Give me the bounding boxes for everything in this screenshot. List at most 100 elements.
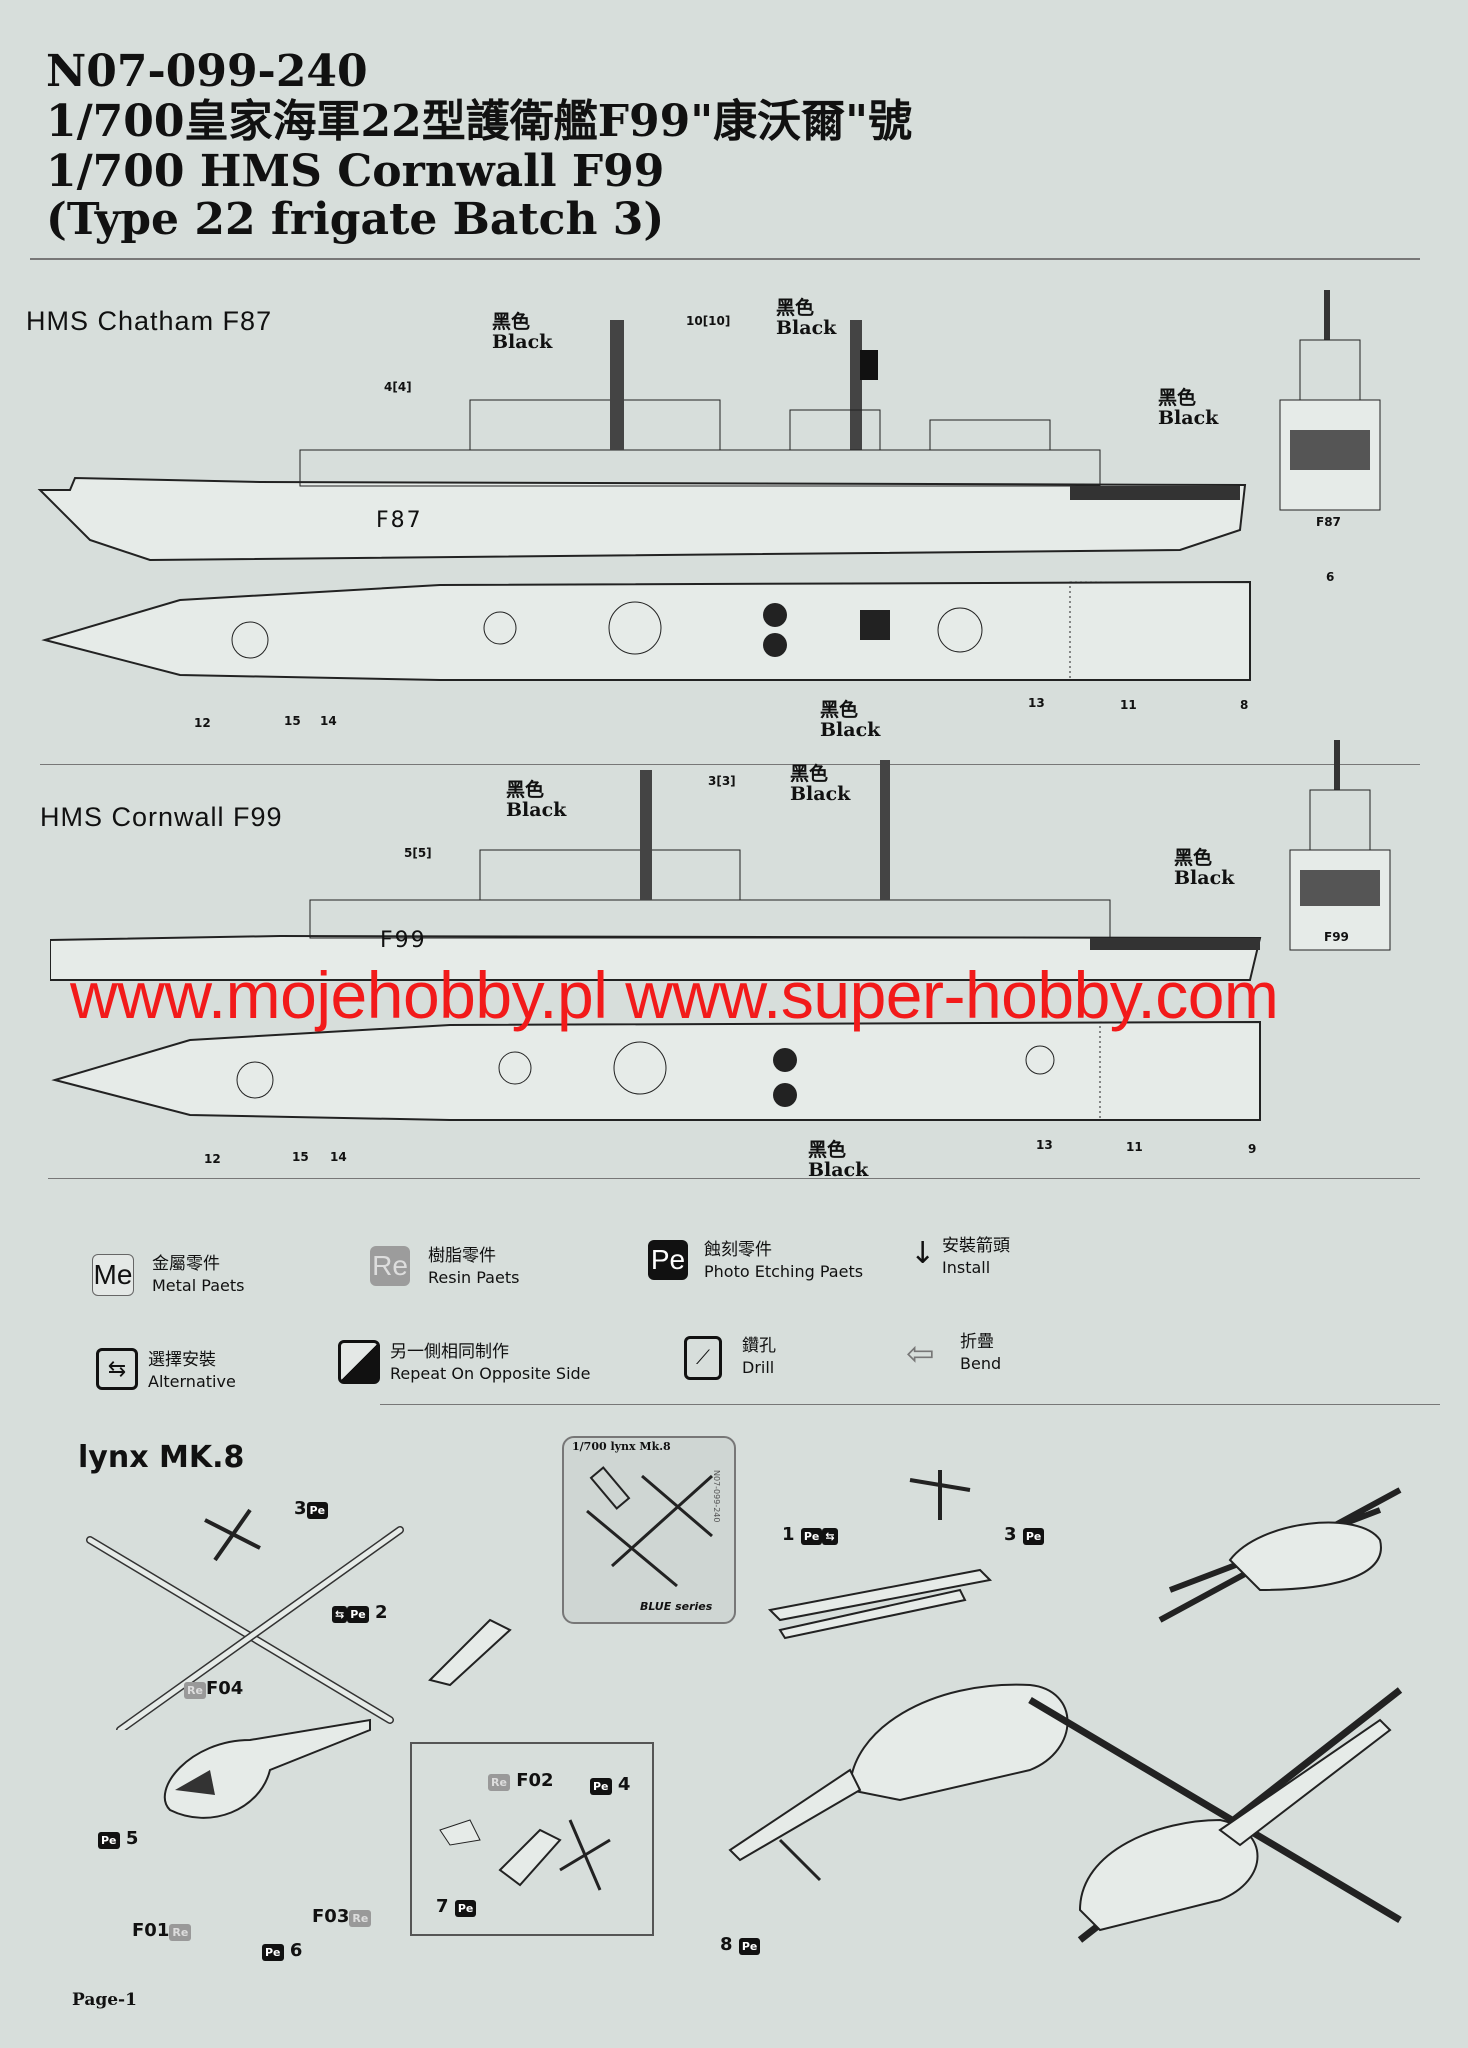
part-number: 8 bbox=[720, 1934, 733, 1955]
part-number: F03 bbox=[312, 1906, 350, 1927]
part-label-1: 1 Pe⇆ bbox=[782, 1524, 838, 1545]
note-en: Black bbox=[790, 783, 851, 805]
hull-number: F87 bbox=[376, 508, 423, 533]
note-cn: 黑色 bbox=[492, 311, 531, 333]
chatham-top-view bbox=[41, 580, 1251, 681]
detail-callout-box bbox=[410, 1742, 654, 1936]
install-arrow-icon: ↓ bbox=[910, 1236, 936, 1271]
divider bbox=[48, 1178, 1420, 1179]
re-badge: Re bbox=[184, 1682, 206, 1699]
note-en: Black bbox=[506, 799, 567, 821]
part-number: 6 bbox=[289, 1940, 303, 1961]
re-badge: Re bbox=[169, 1924, 192, 1941]
part-label-3b: 3 Pe bbox=[1004, 1524, 1045, 1545]
legend-en: Install bbox=[942, 1258, 991, 1277]
pe-badge: Pe bbox=[306, 1502, 329, 1519]
legend-alternative: 選擇安裝 Alternative bbox=[148, 1350, 236, 1392]
legend-cn: 折疊 bbox=[960, 1332, 994, 1352]
pe-badge: Pe bbox=[1022, 1528, 1045, 1545]
note-en: Black bbox=[808, 1159, 869, 1181]
hull-number-bow: F99 bbox=[1324, 930, 1349, 944]
part-label-4: Pe 4 bbox=[590, 1774, 630, 1795]
part-number: 13 bbox=[1036, 1138, 1053, 1152]
alt-badge: ⇆ bbox=[332, 1606, 348, 1623]
part-number: 6 bbox=[1326, 570, 1335, 584]
part-number: 5[5] bbox=[404, 846, 432, 860]
part-number: 12 bbox=[204, 1152, 221, 1166]
legend-photo-etch: 蝕刻零件 Photo Etching Paets bbox=[704, 1240, 863, 1282]
part-number: 7 bbox=[436, 1896, 449, 1917]
metal-parts-icon: Me bbox=[92, 1254, 134, 1296]
part-number: 1 bbox=[782, 1524, 795, 1545]
tail-detail-drawing bbox=[439, 1819, 611, 1891]
note-cn: 黑色 bbox=[790, 763, 829, 785]
alternative-icon: ⇆ bbox=[96, 1348, 138, 1390]
bend-arrow-icon: ⇦ bbox=[906, 1334, 935, 1374]
drill-icon: ⟋ bbox=[684, 1336, 722, 1380]
cornwall-top-view bbox=[51, 1020, 1261, 1121]
part-number: 15 bbox=[284, 714, 301, 728]
legend-cn: 樹脂零件 bbox=[428, 1246, 496, 1266]
divider bbox=[380, 1404, 1440, 1405]
part-label-f02: Re F02 bbox=[488, 1770, 554, 1791]
part-number: F02 bbox=[516, 1770, 554, 1791]
alt-badge: ⇆ bbox=[822, 1528, 838, 1545]
cornwall-bow-view bbox=[1289, 740, 1391, 951]
legend-cn: 蝕刻零件 bbox=[704, 1240, 772, 1260]
page-number: Page-1 bbox=[72, 1990, 137, 2010]
note-en: Black bbox=[1174, 867, 1235, 889]
title-english: 1/700 HMS Cornwall F99 bbox=[46, 146, 665, 197]
divider bbox=[30, 258, 1420, 260]
part-number: 14 bbox=[320, 714, 337, 728]
legend-en: Bend bbox=[960, 1354, 1002, 1373]
resin-parts-icon: Re bbox=[370, 1246, 410, 1286]
rotor-assembly-drawing bbox=[86, 1508, 404, 1730]
part-number: 3 bbox=[1004, 1524, 1017, 1545]
note-en: Black bbox=[1158, 407, 1219, 429]
part-label-8: 8 Pe bbox=[720, 1934, 761, 1955]
part-number: 4 bbox=[617, 1774, 631, 1795]
cornwall-side-view bbox=[50, 760, 1262, 981]
title-chinese: 1/700皇家海軍22型護衛艦F99"康沃爾"號 bbox=[46, 96, 913, 147]
helicopter-drawing-1 bbox=[163, 1718, 371, 1819]
sheet-title: 1/700 lynx Mk.8 bbox=[572, 1440, 671, 1453]
chatham-side-view bbox=[37, 320, 1247, 562]
ship-name-chatham: HMS Chatham F87 bbox=[26, 306, 273, 336]
legend-en: Alternative bbox=[148, 1372, 236, 1391]
legend-cn: 安裝箭頭 bbox=[942, 1236, 1010, 1256]
sheet-parts bbox=[586, 1466, 714, 1588]
divider bbox=[40, 764, 1420, 765]
helicopter-drawing-4 bbox=[1028, 1687, 1403, 1943]
tail-drawing bbox=[428, 1618, 512, 1687]
legend-en: Photo Etching Paets bbox=[704, 1262, 864, 1281]
pe-badge: Pe bbox=[738, 1938, 761, 1955]
rotor-blades-drawing bbox=[767, 1470, 993, 1640]
pe-badge: Pe bbox=[800, 1528, 823, 1545]
part-label-5: Pe 5 bbox=[98, 1828, 138, 1849]
part-label-7: 7 Pe bbox=[436, 1896, 477, 1917]
legend-cn: 選擇安裝 bbox=[148, 1350, 216, 1370]
legend-cn: 另一側相同制作 bbox=[390, 1342, 509, 1362]
part-number: 8 bbox=[1240, 698, 1249, 712]
part-number: 3[3] bbox=[708, 774, 736, 788]
legend-resin: 樹脂零件 Resin Paets bbox=[428, 1246, 519, 1288]
watermark: www.mojehobby.pl www.super-hobby.com bbox=[70, 958, 1279, 1032]
part-label-6: Pe 6 bbox=[262, 1940, 302, 1961]
lynx-title: lynx MK.8 bbox=[78, 1440, 245, 1475]
note-cn: 黑色 bbox=[820, 699, 859, 721]
part-number: 4[4] bbox=[384, 380, 412, 394]
repeat-opposite-icon bbox=[338, 1340, 380, 1384]
legend-en: Resin Paets bbox=[428, 1268, 520, 1287]
part-label-2: ⇆Pe 2 bbox=[332, 1602, 388, 1623]
